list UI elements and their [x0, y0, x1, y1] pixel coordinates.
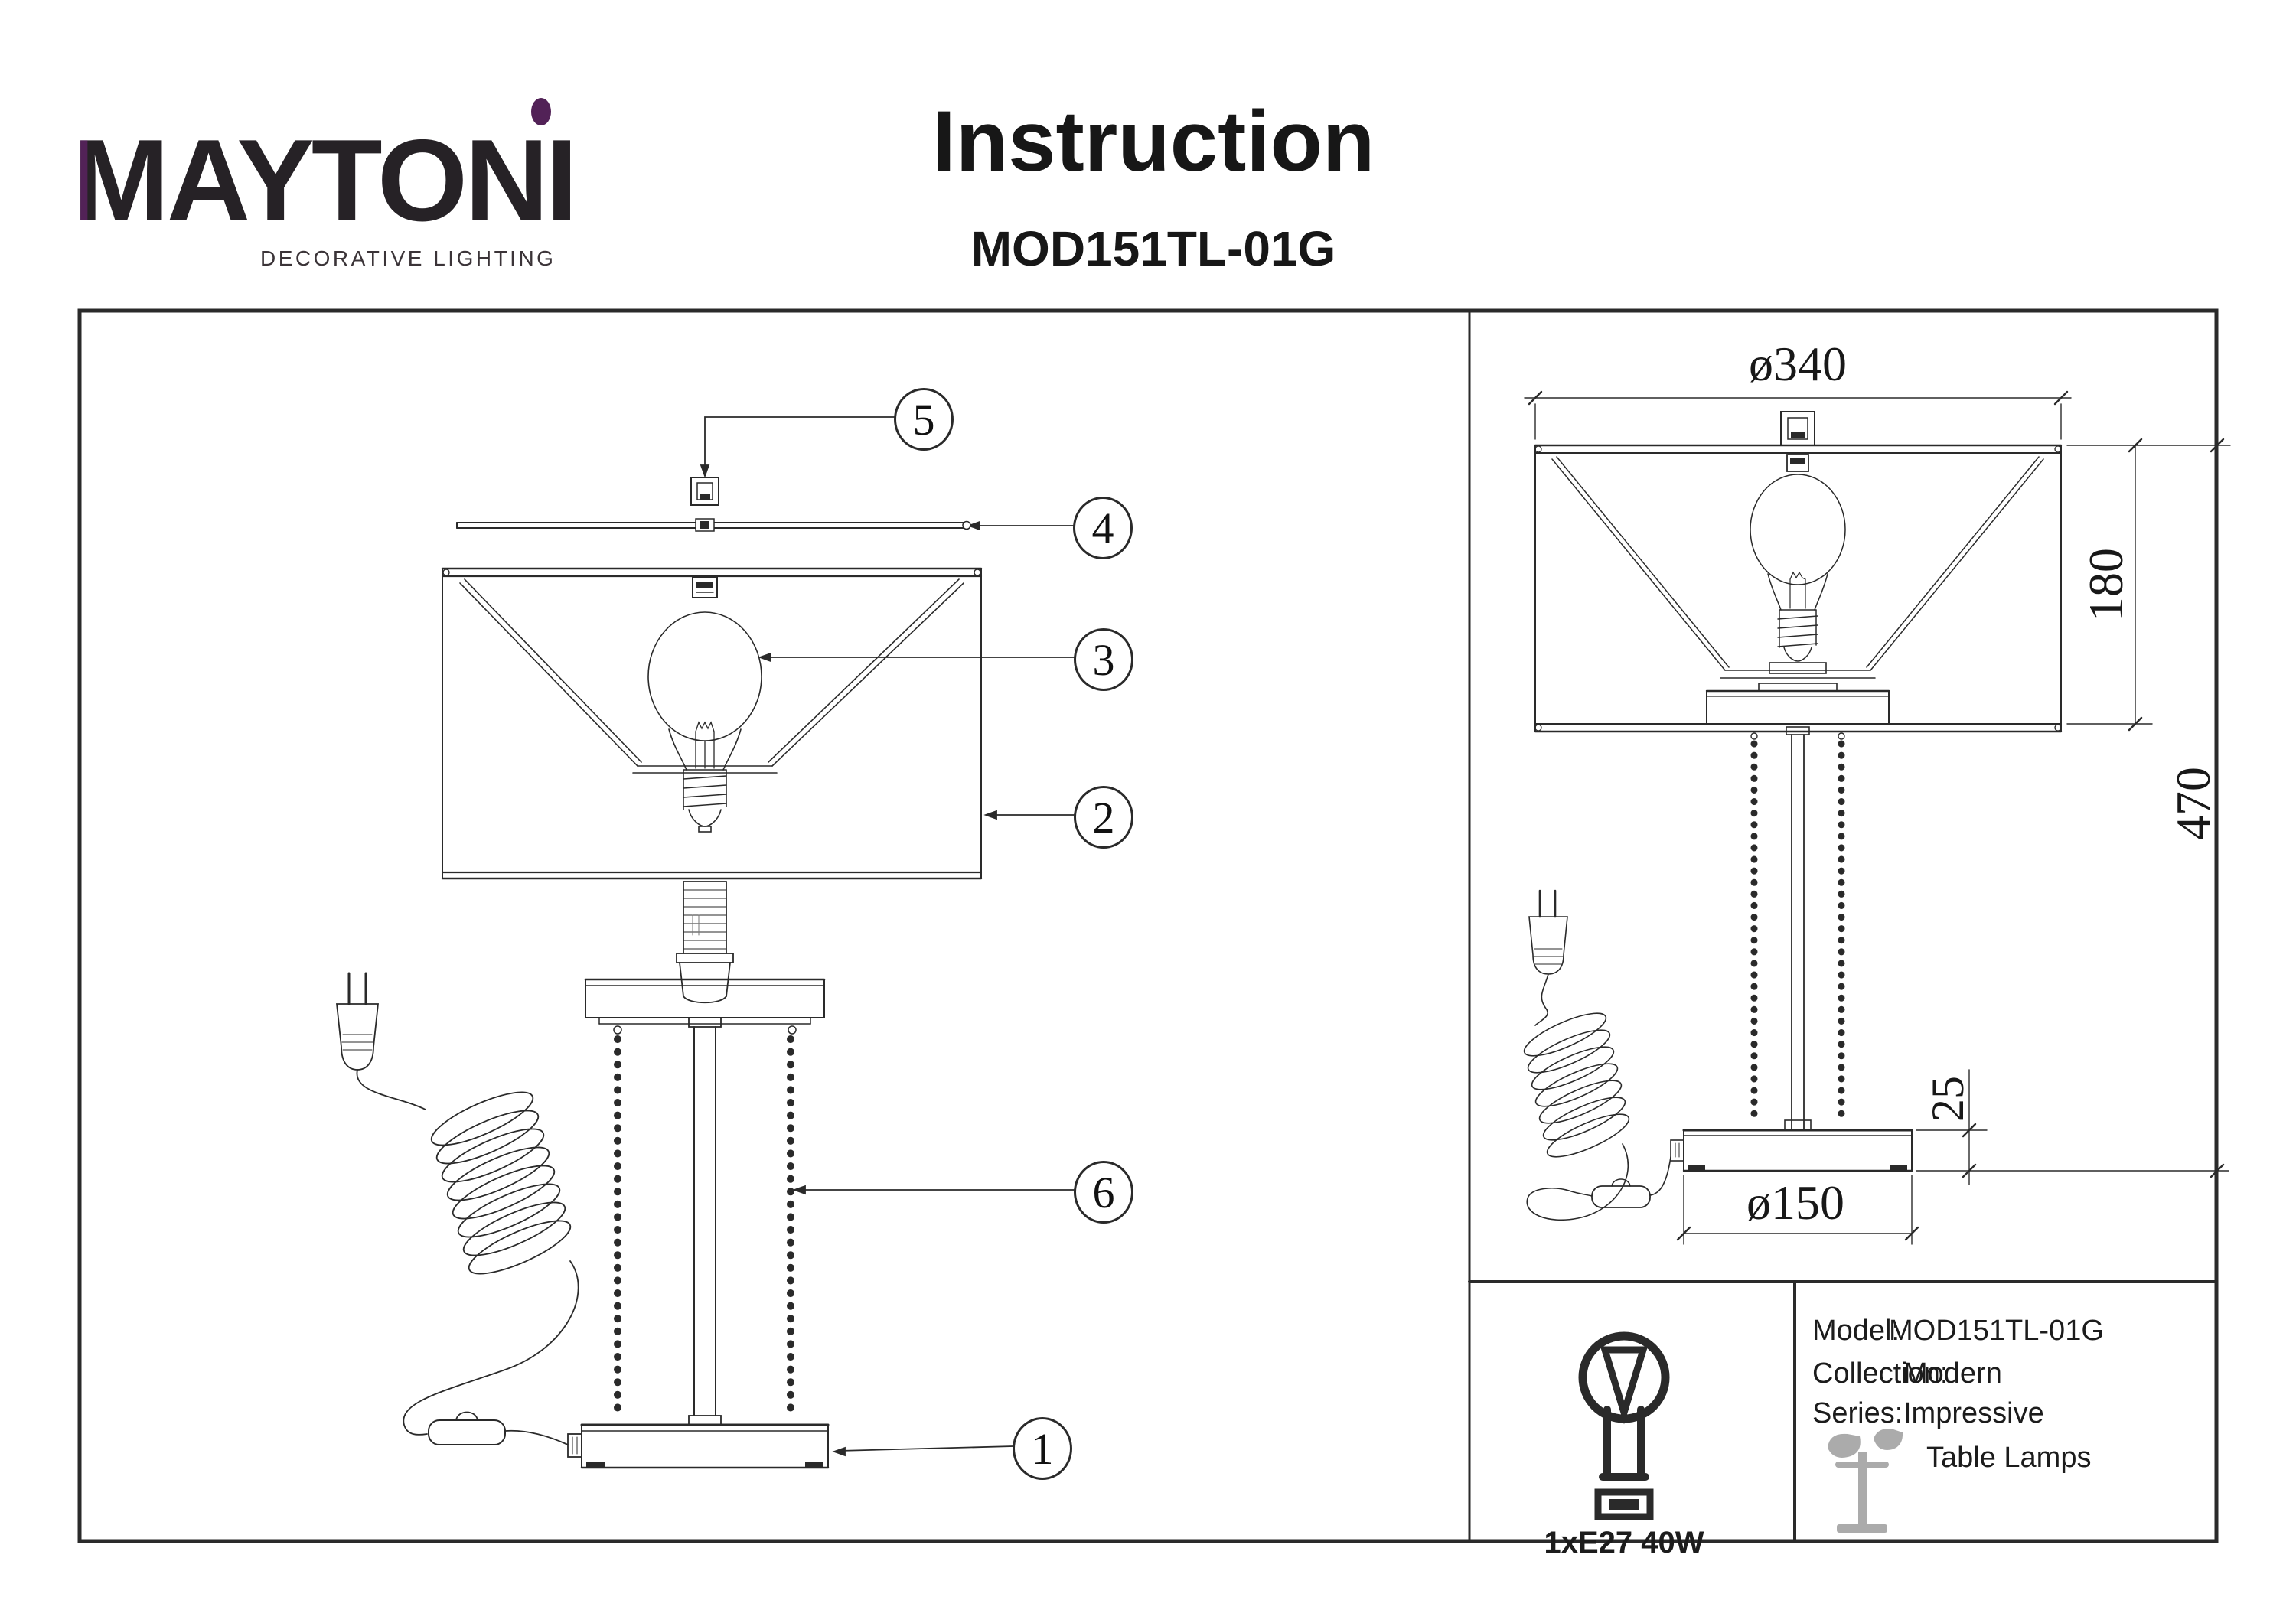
- callout-2: 2: [1074, 786, 1133, 849]
- callout-4-number: 4: [1091, 503, 1114, 553]
- finial: [690, 477, 719, 506]
- shade-cross-rod: [456, 518, 971, 532]
- lamp-base: [567, 1423, 830, 1469]
- dim-base-height: 25: [1923, 1076, 1973, 1122]
- callout-2-number: 2: [1092, 792, 1115, 842]
- brand-wordmark-accent: M: [73, 116, 167, 246]
- brand-wordmark: MAYTONI: [73, 116, 578, 246]
- model-value: MOD151TL-01G: [1889, 1315, 2104, 1347]
- bead-chains: [614, 1035, 794, 1416]
- power-plug-icon: [335, 972, 380, 1071]
- shade-diffuser: [459, 578, 964, 774]
- drawing-frame: [77, 308, 2219, 1543]
- series-value-line2: Table Lamps: [1926, 1442, 2092, 1474]
- callout-5-number: 5: [912, 394, 935, 445]
- power-cord: [335, 972, 579, 1445]
- model-label: Model:: [1812, 1315, 1900, 1347]
- collection-value: Modern: [1903, 1357, 2002, 1390]
- dimension-diagram: [1523, 390, 2231, 1245]
- callout-6-number: 6: [1092, 1167, 1115, 1217]
- bulb-filament: [695, 721, 715, 769]
- lamp-shade-right: [1534, 444, 2063, 733]
- mount-plate-right: [1705, 689, 1890, 740]
- power-cord-right: [1523, 889, 1671, 1221]
- collection-label: Collection:: [1812, 1357, 1949, 1390]
- dimension-lines: [1524, 390, 2231, 1245]
- light-bulb: [647, 611, 762, 833]
- shade-mount-plate: [584, 978, 826, 1035]
- bead-chains-right: [1750, 740, 1845, 1119]
- lamp-column: [688, 1017, 722, 1426]
- table-lamp-icon: [1828, 1429, 1903, 1533]
- dim-base-diameter: ø150: [1746, 1175, 1844, 1230]
- callout-1: 1: [1013, 1417, 1072, 1480]
- bulb-spec-label: 1xE27 40W: [1544, 1526, 1704, 1559]
- finial-right: [1780, 411, 1815, 472]
- cord-switch: [428, 1411, 506, 1445]
- cord-coil-right: [1523, 1012, 1630, 1158]
- callout-3-number: 3: [1092, 634, 1115, 685]
- callout-1-number: 1: [1031, 1423, 1054, 1474]
- callout-leaders: [700, 416, 1075, 1457]
- exploded-diagram: [335, 416, 1075, 1469]
- bulb-icon: [1578, 1331, 1670, 1520]
- series-value: Impressive: [1903, 1397, 2044, 1429]
- lamp-socket: [676, 881, 734, 1004]
- power-plug-right-icon: [1528, 889, 1568, 975]
- dim-shade-diameter: ø340: [1749, 337, 1847, 391]
- brand-i-dot: [531, 98, 551, 125]
- brand-tagline: DECORATIVE LIGHTING: [260, 246, 556, 270]
- page-model-number: MOD151TL-01G: [970, 221, 1336, 276]
- column-right: [1784, 726, 1812, 1131]
- dim-shade-height: 180: [2079, 548, 2133, 621]
- cord-switch-right: [1591, 1178, 1651, 1208]
- callout-6: 6: [1074, 1161, 1133, 1224]
- cord-coil: [430, 1091, 572, 1275]
- dim-total-height: 470: [2166, 767, 2220, 840]
- lamp-base-right: [1670, 1129, 1913, 1172]
- light-bulb-right: [1750, 474, 1846, 692]
- page-title: Instruction: [931, 93, 1375, 189]
- callout-3: 3: [1074, 628, 1133, 691]
- callout-4: 4: [1073, 497, 1133, 559]
- callout-5: 5: [894, 388, 954, 451]
- series-label: Series:: [1812, 1397, 1903, 1429]
